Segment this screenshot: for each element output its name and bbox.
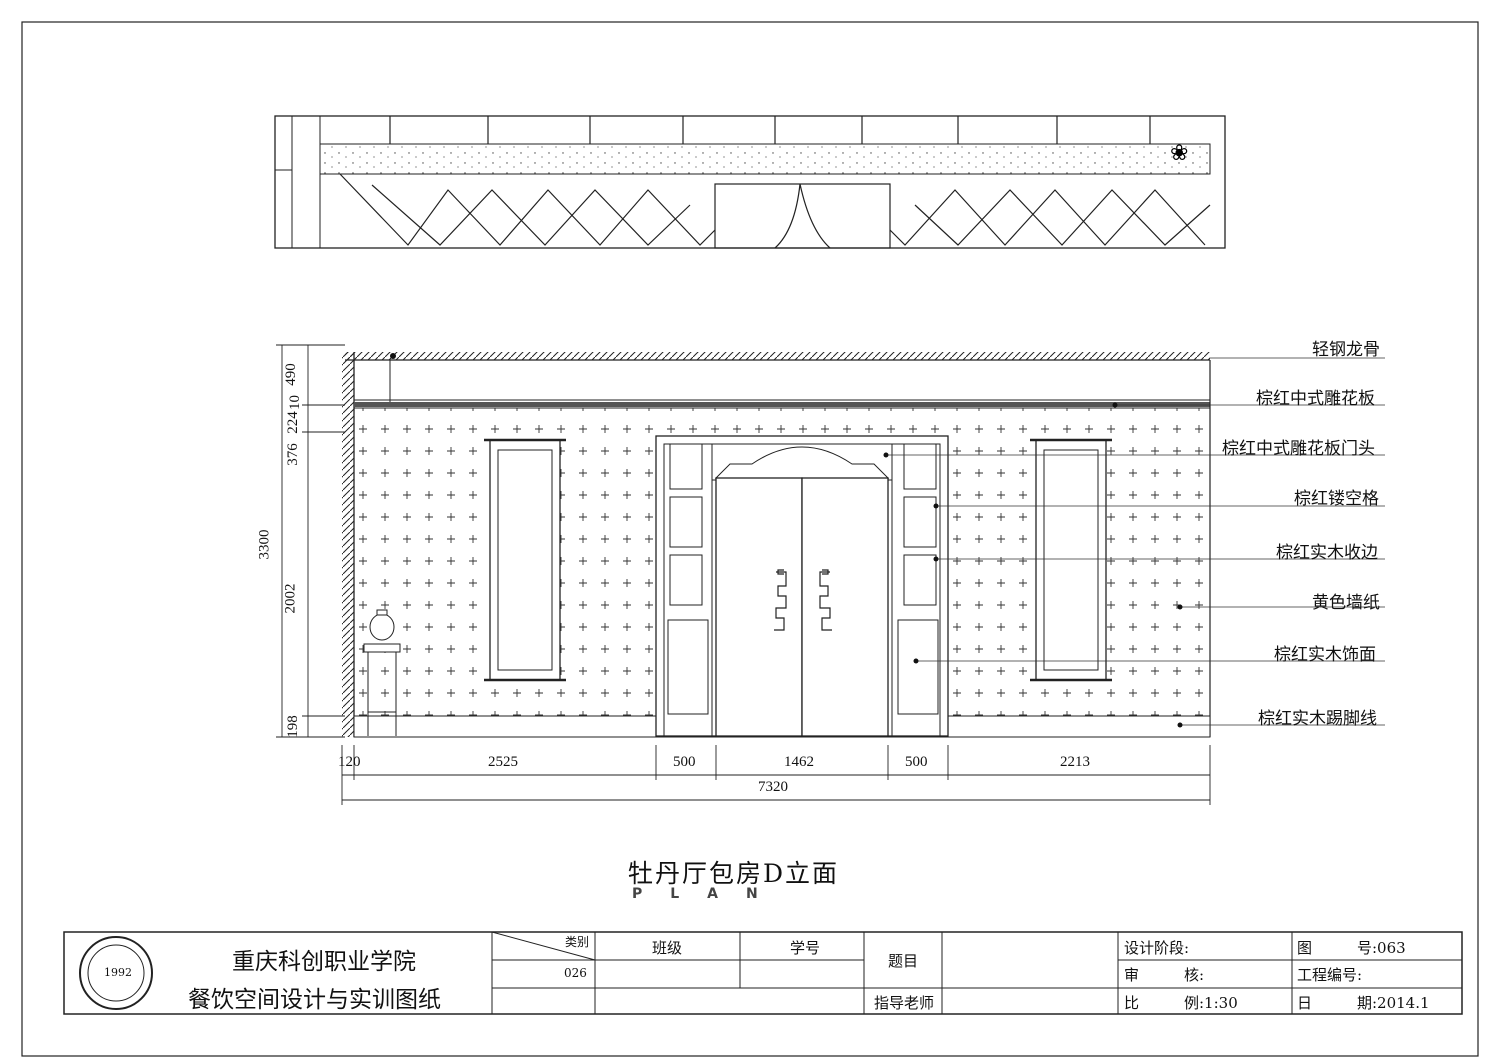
dim-500-left: 500 xyxy=(673,754,696,770)
school-name: 重庆科创职业学院 xyxy=(232,949,416,975)
callout-wood-edge: 棕红实木收边 xyxy=(1276,543,1378,563)
drawing-set-name: 餐饮空间设计与实训图纸 xyxy=(188,987,441,1013)
elevation-view xyxy=(276,344,1385,805)
dim-1462: 1462 xyxy=(784,754,814,770)
advisor-label: 指导老师 xyxy=(874,994,935,1012)
title-block-grid xyxy=(63,931,1463,1015)
category-value: 026 xyxy=(564,966,587,980)
sheet-border xyxy=(21,21,1479,1057)
seal-year: 1992 xyxy=(104,966,132,979)
callout-baseboard: 棕红实木踢脚线 xyxy=(1258,709,1377,729)
category-label: 类别 xyxy=(565,935,590,949)
dim-total-7320: 7320 xyxy=(758,779,788,795)
project-no-label: 工程编号: xyxy=(1297,966,1363,984)
dim-v-198: 198 xyxy=(284,715,301,738)
plan-view: ❀ xyxy=(274,115,1226,249)
design-stage-label: 设计阶段: xyxy=(1124,939,1190,957)
class-label: 班级 xyxy=(652,939,683,957)
dim-v-376: 376 xyxy=(284,443,301,466)
callout-wood-veneer: 棕红实木饰面 xyxy=(1274,645,1376,665)
drawing-no-label: 图 号:063 xyxy=(1297,939,1406,957)
plan-ornament-icon: ❀ xyxy=(1170,141,1188,166)
review-label: 审 核: xyxy=(1124,966,1205,984)
dim-v-10: 10 xyxy=(287,395,303,410)
dim-v-490: 490 xyxy=(282,363,299,386)
dim-v-3300: 3300 xyxy=(256,529,273,560)
drawing-subtitle: PLAN xyxy=(632,886,786,902)
scale-label: 比 例:1:30 xyxy=(1124,994,1238,1012)
dim-500-right: 500 xyxy=(905,754,928,770)
callout-carved-door-header: 棕红中式雕花板门头 xyxy=(1222,439,1375,459)
callout-lattice: 棕红镂空格 xyxy=(1294,489,1379,509)
dim-v-224: 224 xyxy=(284,411,301,434)
topic-label: 题目 xyxy=(888,952,919,970)
dim-2213: 2213 xyxy=(1060,754,1090,770)
dim-120: 120 xyxy=(338,754,361,770)
date-label: 日 期:2014.1 xyxy=(1297,994,1430,1012)
drawing-title: 牡丹厅包房D立面 xyxy=(628,859,840,888)
callout-carved-panel: 棕红中式雕花板 xyxy=(1256,389,1375,409)
dim-v-2002: 2002 xyxy=(282,583,299,614)
student-id-label: 学号 xyxy=(790,939,821,957)
dim-2525: 2525 xyxy=(488,754,518,770)
callout-wallpaper: 黄色墙纸 xyxy=(1312,593,1380,613)
callout-light-steel-keel: 轻钢龙骨 xyxy=(1312,340,1380,360)
